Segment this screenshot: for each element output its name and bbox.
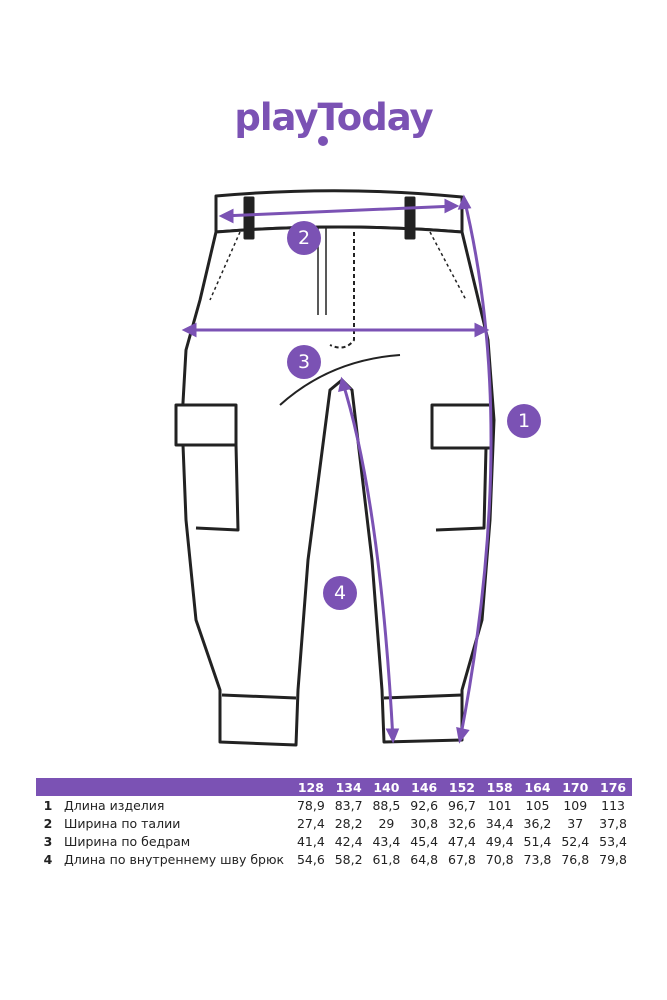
table-cell: 32,6 [448, 815, 476, 831]
table-cell: 49,4 [485, 833, 514, 849]
right-pocket [430, 403, 494, 450]
table-cell: 27,4 [296, 815, 325, 831]
badge-3-hip: 3 [287, 345, 321, 379]
size-col: 134 [335, 779, 362, 795]
table-cell: 101 [487, 797, 512, 813]
length-measure-line [458, 197, 493, 741]
table-row: 4 Длина по внутреннему шву брюк 54,6 58,2 61… [36, 850, 632, 868]
right-cuff [383, 693, 463, 700]
table-cell: 64,8 [410, 851, 439, 867]
table-cell: 58,2 [334, 851, 363, 867]
left-cuff [221, 693, 297, 700]
table-cell: 76,8 [561, 851, 590, 867]
table-cell: 43,4 [372, 833, 401, 849]
table-cell: 53,4 [599, 833, 627, 849]
table-cell: 37 [567, 815, 584, 831]
table-cell: 105 [525, 797, 550, 813]
table-cell: 34,4 [485, 815, 514, 831]
pants-sketch [174, 189, 496, 747]
table-cell: 61,8 [372, 851, 401, 867]
table-cell: 47,4 [448, 833, 476, 849]
table-cell: 83,7 [334, 797, 363, 813]
table-cell: 42,4 [334, 833, 363, 849]
size-col: 176 [600, 779, 627, 795]
size-col: 152 [448, 779, 475, 795]
badge-4-inseam: 4 [323, 576, 357, 610]
table-cell: 88,5 [372, 797, 401, 813]
right-slant-pocket [429, 231, 467, 301]
table-row: 3 Ширина по бедрам 41,4 42,4 43,4 45,4 47,4 49,… [36, 832, 632, 850]
size-col: 146 [411, 779, 438, 795]
row-label: Длина по внутреннему шву брюк [64, 851, 285, 867]
table-cell: 41,4 [296, 833, 325, 849]
logo-dot [318, 136, 328, 146]
waist-measure-line [221, 204, 457, 218]
table-cell: 37,8 [599, 815, 627, 831]
badge-2-waist: 2 [287, 221, 321, 255]
table-cell: 51,4 [523, 833, 552, 849]
size-col: 128 [297, 779, 324, 795]
table-cell: 36,2 [523, 815, 552, 831]
table-cell: 30,8 [410, 815, 439, 831]
table-cell: 109 [563, 797, 588, 813]
table-cell: 113 [601, 797, 625, 813]
table-cell: 29 [378, 815, 395, 831]
table-cell: 67,8 [448, 851, 476, 867]
belt-loop-right [404, 196, 416, 240]
inseam-measure-line [340, 379, 395, 741]
belt-loop-left [243, 196, 255, 240]
table-cell: 92,6 [410, 797, 439, 813]
row-number: 4 [43, 851, 53, 867]
row-number: 3 [43, 833, 53, 849]
row-label: Ширина по бедрам [64, 833, 191, 849]
row-number: 2 [43, 815, 53, 831]
crotch-seam [279, 354, 401, 406]
left-pocket [174, 403, 238, 447]
table-cell: 73,8 [523, 851, 552, 867]
size-col: 170 [562, 779, 589, 795]
size-col: 164 [524, 779, 551, 795]
fly [329, 232, 355, 349]
table-cell: 78,9 [296, 797, 325, 813]
table-cell: 96,7 [448, 797, 476, 813]
left-cargo [186, 443, 240, 532]
size-col: 158 [486, 779, 513, 795]
table-cell: 79,8 [599, 851, 627, 867]
table-cell: 28,2 [334, 815, 363, 831]
brand-logo: playToday [234, 96, 433, 139]
table-row: 1 Длина изделия 78,9 83,7 88,5 92,6 96,7 101 105… [36, 796, 632, 814]
badge-1-length: 1 [507, 404, 541, 438]
table-cell: 70,8 [485, 851, 514, 867]
size-header-row: 128 134 140 146 152 158 164 170 176 [36, 778, 632, 796]
table-cell: 52,4 [561, 833, 590, 849]
right-cargo [432, 446, 488, 532]
row-label: Ширина по талии [64, 815, 181, 831]
table-cell: 45,4 [410, 833, 439, 849]
table-row: 2 Ширина по талии 27,4 28,2 29 30,8 32,6 34,4 36… [36, 814, 632, 832]
row-label: Длина изделия [64, 797, 165, 813]
left-slant-pocket [209, 231, 241, 301]
table-cell: 54,6 [296, 851, 325, 867]
pants-outline [180, 225, 496, 747]
row-number: 1 [43, 797, 53, 813]
size-col: 140 [373, 779, 400, 795]
